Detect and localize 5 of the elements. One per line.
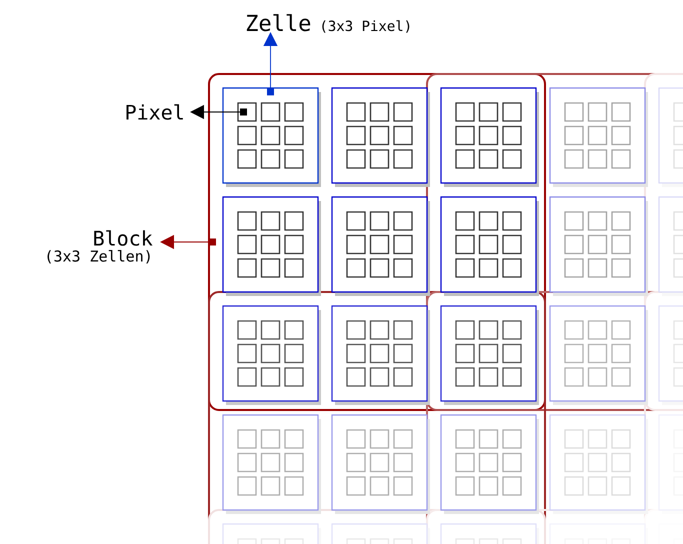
label-text: Zelle (3x3 Pixel) (246, 14, 410, 33)
label-text: Pixel (126, 104, 183, 120)
cell-box (222, 87, 321, 187)
label-text: Block (3x3 Zellen) (48, 230, 152, 264)
pixel-square (237, 102, 257, 122)
